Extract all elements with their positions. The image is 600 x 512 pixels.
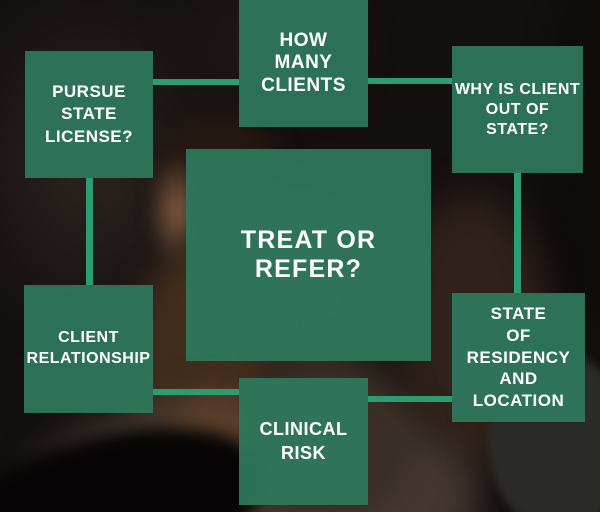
connector-why-to-state <box>514 171 521 293</box>
node-pursue-state-license: PURSUE STATE LICENSE? <box>25 51 153 178</box>
node-label: WHY IS CLIENT OUT OF STATE? <box>454 80 581 138</box>
node-treat-or-refer: TREAT OR REFER? <box>186 149 431 361</box>
connector-clinical-to-state <box>368 396 452 402</box>
center-title: TREAT OR REFER? <box>240 226 377 283</box>
node-client-relationship: CLIENT RELATIONSHIP <box>24 285 153 413</box>
node-label: CLINICAL RISK <box>259 419 348 463</box>
connector-pursue-to-howmany <box>153 79 239 85</box>
node-label: PURSUE STATE LICENSE? <box>44 82 134 146</box>
node-how-many-clients: HOW MANY CLIENTS <box>239 0 368 127</box>
connector-howmany-to-why <box>368 78 452 84</box>
connector-client-to-clinical <box>153 389 239 395</box>
node-label: HOW MANY CLIENTS <box>261 29 346 96</box>
node-clinical-risk: CLINICAL RISK <box>239 378 368 505</box>
node-label: CLIENT RELATIONSHIP <box>26 329 151 367</box>
node-label: STATE OF RESIDENCY AND LOCATION <box>466 304 571 411</box>
connector-pursue-to-client <box>86 178 93 285</box>
node-why-is-client-out-of-state: WHY IS CLIENT OUT OF STATE? <box>452 46 583 173</box>
node-state-of-residency-and-location: STATE OF RESIDENCY AND LOCATION <box>452 293 585 422</box>
